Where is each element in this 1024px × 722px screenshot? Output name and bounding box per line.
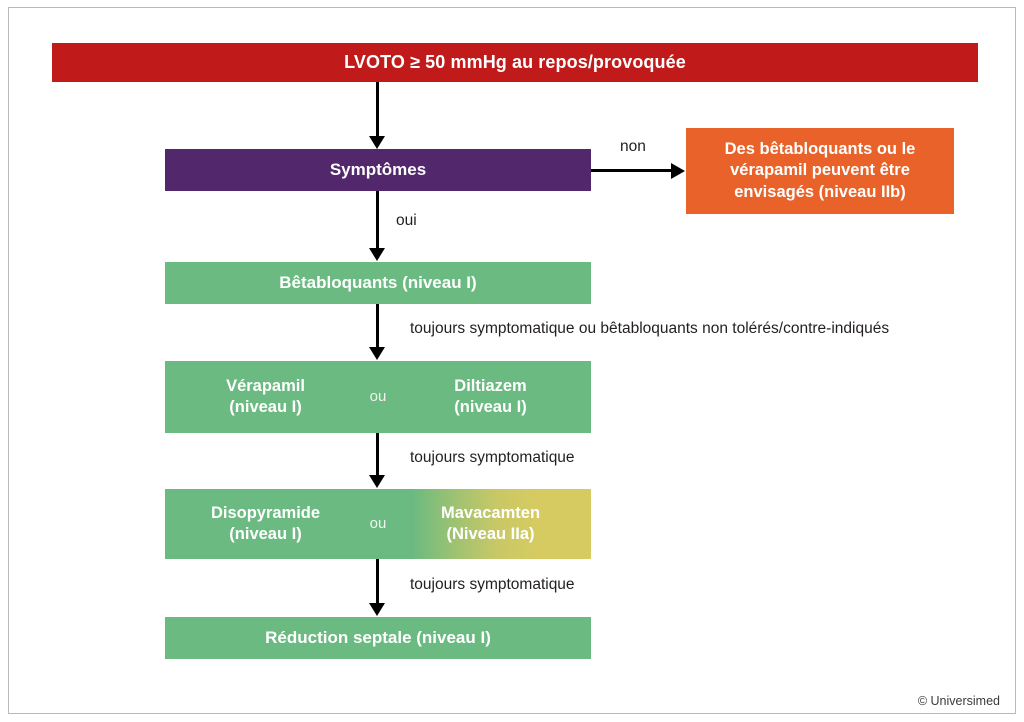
drug-diltiazem: Diltiazem (niveau I) xyxy=(454,376,527,416)
node-alternative-treatment: Des bêtabloquants ou le vérapamil peuven… xyxy=(686,128,954,214)
arrowhead-lvoto-to-symptomes xyxy=(369,136,385,149)
edge-label-after-verapamil: toujours symptomatique xyxy=(410,449,575,466)
node-reduction-septale: Réduction septale (niveau I) xyxy=(165,617,591,659)
node-betabloquants: Bêtabloquants (niveau I) xyxy=(165,262,591,304)
node-verapamil-diltiazem: Vérapamil (niveau I) ou Diltiazem (nivea… xyxy=(165,361,591,433)
node-lvoto: LVOTO ≥ 50 mmHg au repos/provoquée xyxy=(52,43,978,82)
copyright-credit: © Universimed xyxy=(917,694,1000,708)
connector-disopyramide-to-reduction xyxy=(376,559,379,604)
drug-disopyramide: Disopyramide (niveau I) xyxy=(210,503,321,543)
conjunction-ou-verapamil: ou xyxy=(369,388,387,406)
edge-label-non: non xyxy=(620,138,646,155)
arrowhead-symptomes-to-alternative xyxy=(671,163,685,179)
drug-mavacamten: Mavacamten (Niveau IIa) xyxy=(440,503,541,543)
drug-verapamil: Vérapamil (niveau I) xyxy=(226,376,305,416)
arrowhead-betabloquants-to-verapamil xyxy=(369,347,385,360)
connector-symptomes-to-betabloquants xyxy=(376,191,379,249)
arrowhead-verapamil-to-disopyramide xyxy=(369,475,385,488)
connector-symptomes-to-alternative xyxy=(591,169,672,172)
node-symptomes: Symptômes xyxy=(165,149,591,191)
node-disopyramide-mavacamten: Disopyramide (niveau I) ou Mavacamten (N… xyxy=(165,489,591,559)
split-row-verapamil: Vérapamil (niveau I) ou Diltiazem (nivea… xyxy=(165,361,591,433)
connector-verapamil-to-disopyramide xyxy=(376,433,379,476)
arrowhead-symptomes-to-betabloquants xyxy=(369,248,385,261)
edge-label-oui: oui xyxy=(396,212,417,229)
connector-betabloquants-to-verapamil xyxy=(376,304,379,348)
split-row-disopyramide: Disopyramide (niveau I) ou Mavacamten (N… xyxy=(165,489,591,559)
connector-lvoto-to-symptomes xyxy=(376,82,379,137)
conjunction-ou-disopyramide: ou xyxy=(369,515,387,533)
edge-label-after-disopyramide: toujours symptomatique xyxy=(410,576,575,593)
arrowhead-disopyramide-to-reduction xyxy=(369,603,385,616)
edge-label-after-betabloquants: toujours symptomatique ou bêtabloquants … xyxy=(410,320,890,337)
